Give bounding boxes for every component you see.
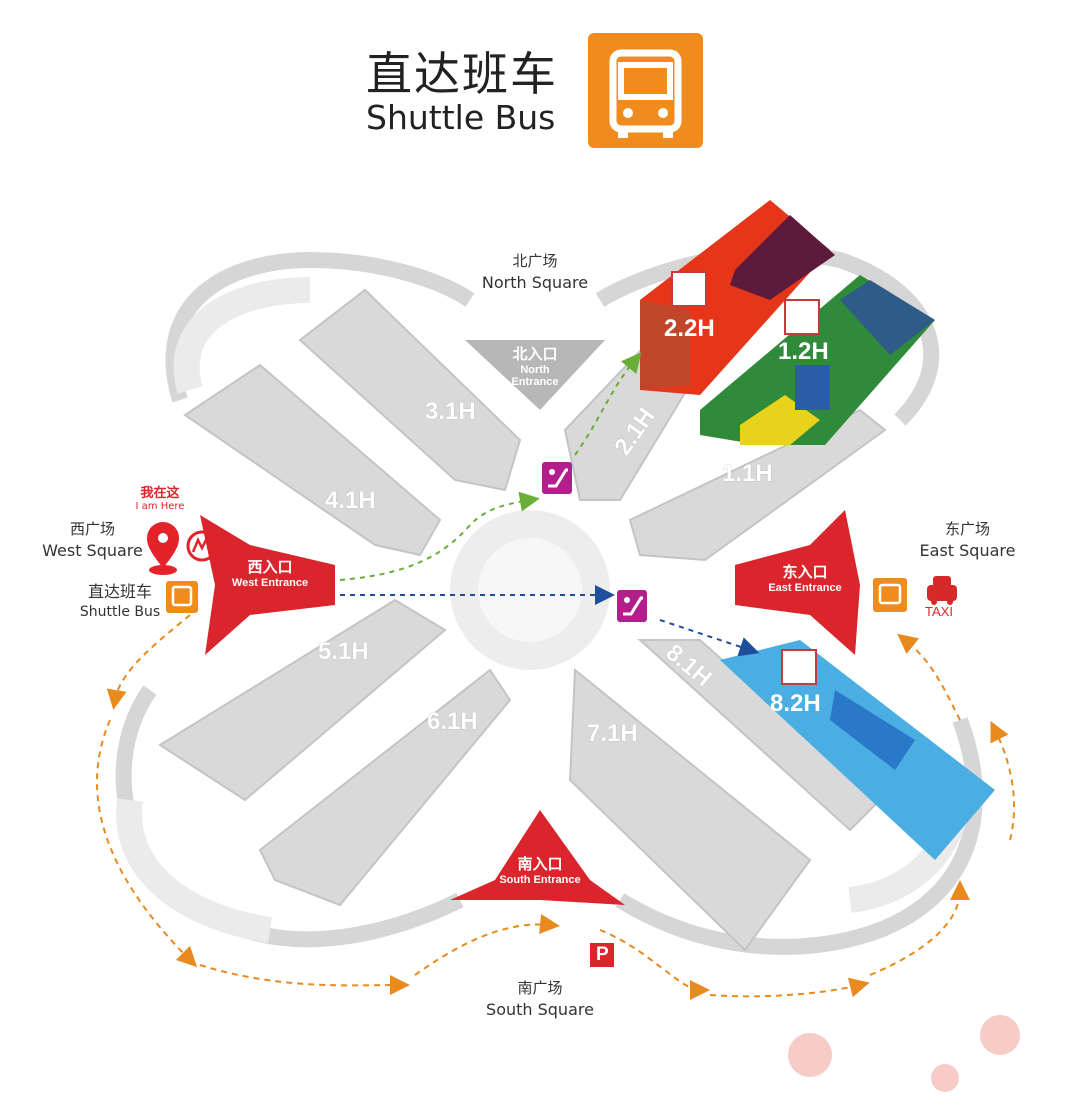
west-square-label: 西广场 West Square (42, 520, 143, 560)
watermark-logo (788, 1015, 1020, 1092)
north-entrance-shape (465, 340, 605, 410)
south-square-label: 南广场 South Square (486, 979, 594, 1019)
escalator-icon (542, 462, 572, 494)
hall-1-2 (700, 275, 935, 445)
west-entrance-label: 西入口 West Entrance (231, 559, 309, 589)
hall-label-4-1: 4.1H (325, 487, 376, 514)
north-entrance-label: 北入口 North Entrance (511, 346, 559, 388)
hall-label-2-2: 2.2H (664, 315, 715, 342)
hall-2-2 (640, 200, 835, 395)
east-square-label: 东广场 East Square (919, 520, 1016, 560)
page-title-en: Shuttle Bus (366, 98, 556, 137)
hall-label-5-1: 5.1H (318, 638, 369, 665)
parking-icon (590, 943, 614, 967)
walk-route-blue (340, 585, 760, 657)
hall-label-1-2: 1.2H (778, 338, 829, 365)
location-pin-icon (147, 522, 179, 575)
bus-stop-icon (873, 578, 907, 612)
page-title-cn: 直达班车 (366, 47, 558, 101)
metro-icon (186, 530, 218, 562)
taxi-icon (927, 576, 957, 605)
entrance-shapes (200, 510, 860, 905)
bus-stop-icon (166, 581, 198, 613)
shuttle-stop-label: 直达班车 Shuttle Bus (79, 582, 161, 620)
hall-badge-icon (671, 271, 820, 685)
hall-label-1-1: 1.1H (722, 460, 773, 487)
walk-route-green (339, 352, 642, 581)
hall-label-7-1: 7.1H (587, 720, 638, 747)
parking-label: P (596, 944, 609, 965)
watermark-text: 展 (965, 1060, 999, 1100)
hall-label-3-1: 3.1H (425, 398, 476, 425)
taxi-label: TAXI (925, 604, 953, 619)
south-entrance-label: 南入口 South Entrance (499, 856, 581, 886)
bus-icon (588, 33, 703, 148)
you-are-here-label: 我在这 I am Here (135, 486, 185, 512)
north-square-label: 北广场 North Square (481, 252, 589, 292)
hall-8-2 (720, 640, 995, 860)
hall-label-8-2: 8.2H (770, 690, 821, 717)
shuttle-route (96, 614, 1016, 1000)
east-entrance-label: 东入口 East Entrance (768, 564, 842, 594)
hall-label-6-1: 6.1H (427, 708, 478, 735)
escalator-icon (617, 590, 647, 622)
